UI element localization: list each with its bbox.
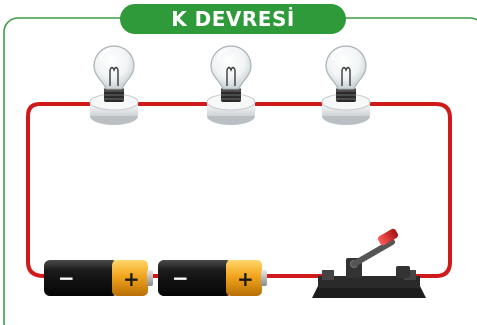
battery-2-positive-sign: + <box>237 267 254 291</box>
circuit-wire <box>26 102 112 278</box>
wire-right <box>358 102 452 278</box>
battery-1: − + <box>44 260 153 296</box>
switch-lever <box>351 228 399 267</box>
knife-switch <box>312 228 426 298</box>
battery-2-negative-sign: − <box>172 266 189 290</box>
battery-1-negative-sign: − <box>58 266 75 290</box>
battery-1-positive-sign: + <box>123 267 140 291</box>
bulb-1 <box>89 45 139 125</box>
bulb-3 <box>321 45 371 125</box>
title-banner: K DEVRESİ <box>120 4 346 34</box>
bulb-2 <box>206 45 256 125</box>
diagram-title: K DEVRESİ <box>171 7 295 31</box>
battery-2: − + <box>158 260 267 296</box>
